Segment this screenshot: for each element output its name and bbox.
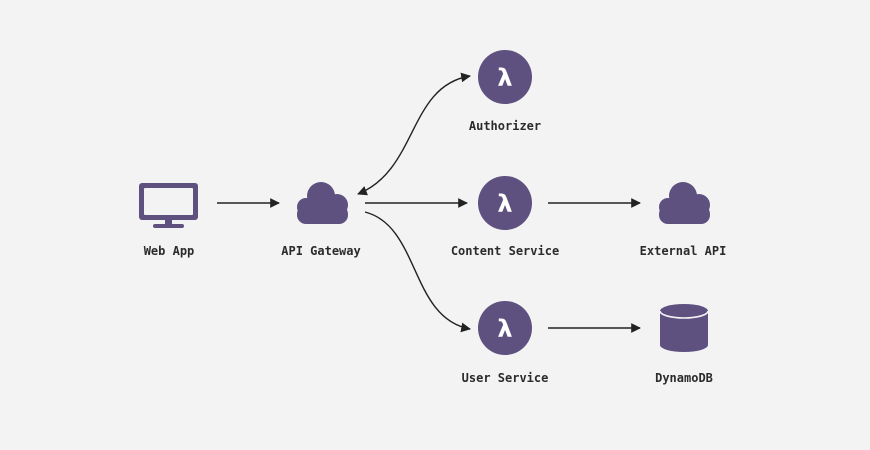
edge-gateway-to-user-service [364,211,471,333]
content-service-label: Content Service [451,244,559,258]
node-external-api: External API [640,182,727,258]
node-user-service: λ User Service [462,301,549,385]
web-app-label: Web App [144,244,195,258]
cloud-icon [297,182,348,224]
lambda-glyph: λ [497,64,512,92]
lambda-icon [478,50,532,104]
node-web-app: Web App [139,183,198,258]
user-service-label: User Service [462,371,549,385]
node-content-service: λ Content Service [451,176,559,258]
database-icon [659,304,709,352]
monitor-icon [139,183,198,228]
node-authorizer: λ Authorizer [469,50,541,133]
edges [217,72,641,333]
api-gateway-label: API Gateway [281,244,360,258]
lambda-glyph: λ [497,190,512,218]
lambda-glyph: λ [497,315,512,343]
external-api-label: External API [640,244,727,258]
lambda-icon [478,301,532,355]
lambda-icon [478,176,532,230]
node-dynamodb: DynamoDB [655,304,713,385]
authorizer-label: Authorizer [469,119,541,133]
cloud-icon [659,182,710,224]
node-api-gateway: API Gateway [281,182,361,258]
dynamodb-label: DynamoDB [655,371,713,385]
edge-gateway-authorizer [357,72,471,196]
